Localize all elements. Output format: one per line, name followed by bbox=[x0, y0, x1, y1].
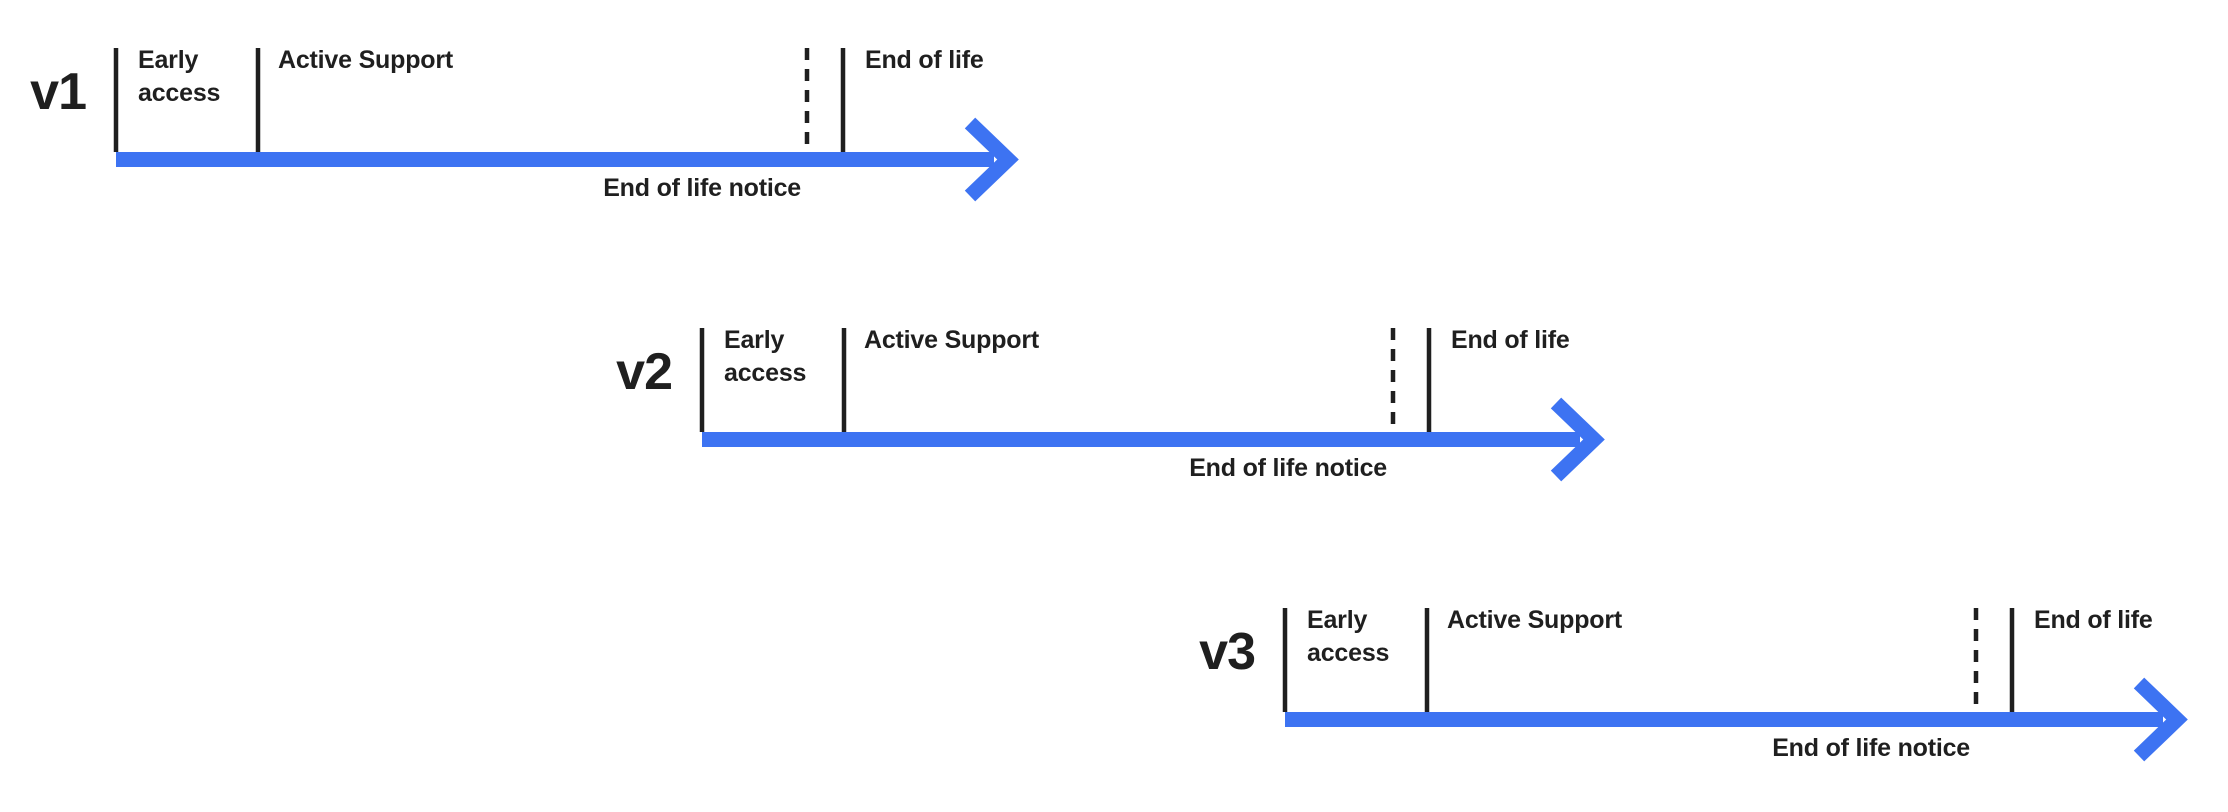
phase-label-end-of-life: End of life bbox=[865, 46, 984, 74]
phase-label-end-of-life: End of life bbox=[2034, 606, 2153, 634]
timeline-arrowhead-icon bbox=[2133, 677, 2188, 762]
phase-label-early-access: Early access bbox=[1307, 606, 1390, 667]
timeline-v2-art bbox=[699, 328, 1605, 482]
timeline-arrowhead-icon bbox=[964, 117, 1019, 202]
phase-label-active-support: Active Support bbox=[1447, 606, 1622, 634]
eol-notice-label: End of life notice bbox=[1189, 454, 1387, 482]
timeline-v1-art bbox=[113, 48, 1019, 202]
phase-label-early-access: Early access bbox=[724, 326, 807, 387]
phase-label-early-access: Early access bbox=[138, 46, 221, 107]
phase-label-active-support: Active Support bbox=[278, 46, 453, 74]
eol-notice-label: End of life notice bbox=[1772, 734, 1970, 762]
timeline-arrowhead-icon bbox=[1550, 397, 1605, 482]
version-label-v1: v1 bbox=[30, 63, 87, 121]
version-label-v3: v3 bbox=[1199, 623, 1256, 681]
phase-label-end-of-life: End of life bbox=[1451, 326, 1570, 354]
timeline-v3-art bbox=[1282, 608, 2188, 762]
eol-notice-label: End of life notice bbox=[603, 174, 801, 202]
phase-label-active-support: Active Support bbox=[864, 326, 1039, 354]
version-label-v2: v2 bbox=[616, 343, 673, 401]
